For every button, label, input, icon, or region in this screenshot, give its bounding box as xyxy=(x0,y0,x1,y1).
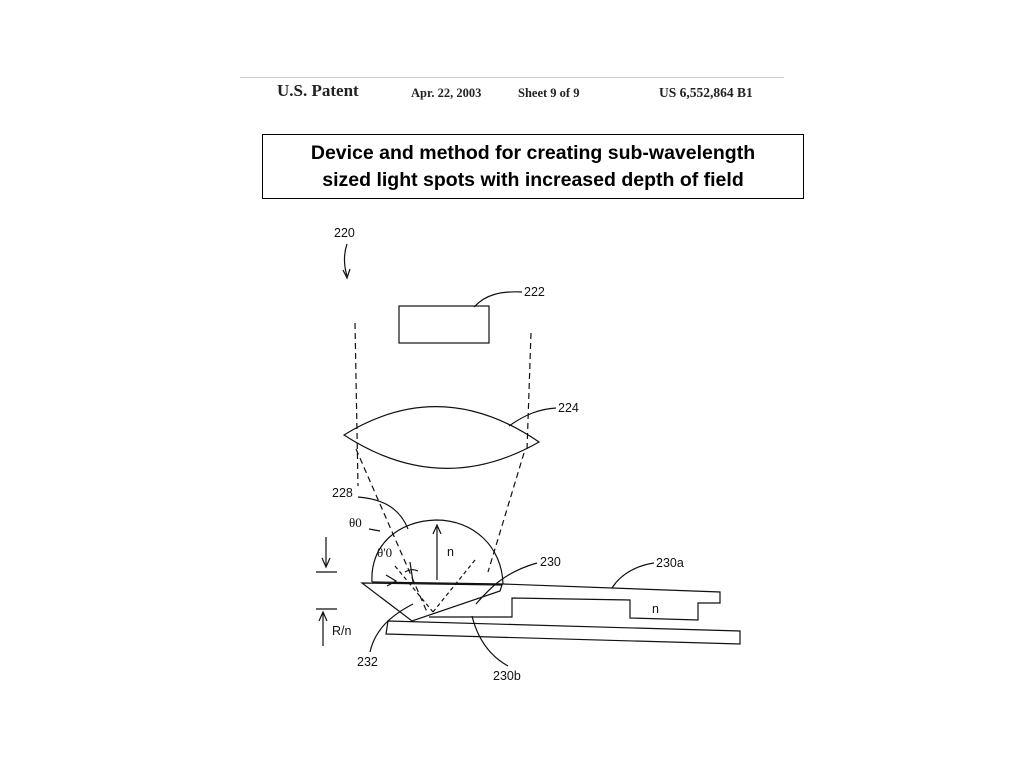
leader-224 xyxy=(508,407,557,427)
label-theta-0: θ0 xyxy=(349,515,362,530)
label-224: 224 xyxy=(558,401,579,415)
title-line-2: sized light spots with increased depth o… xyxy=(322,168,744,191)
leader-228 xyxy=(357,496,409,530)
arrow-220-shaft xyxy=(343,243,348,277)
patent-office-label: U.S. Patent xyxy=(277,81,359,100)
small-arrow-base xyxy=(385,574,398,587)
label-230b: 230b xyxy=(493,669,521,683)
label-n-medium: n xyxy=(652,602,659,616)
beam-left-upper xyxy=(354,322,359,487)
label-n-hemisphere: n xyxy=(447,545,454,559)
leader-230a xyxy=(611,562,655,589)
leader-232 xyxy=(369,603,414,653)
angle-marker-arc xyxy=(404,569,419,573)
label-220: 220 xyxy=(334,226,355,240)
label-r-over-n: R/n xyxy=(332,624,352,638)
medium-upper-layer xyxy=(429,583,721,621)
beam-right-upper xyxy=(526,332,532,451)
arrow-220-head xyxy=(342,268,351,280)
label-230a: 230a xyxy=(656,556,684,570)
label-228: 228 xyxy=(332,486,353,500)
header-rule xyxy=(240,77,784,78)
medium-lower-plate xyxy=(385,620,741,645)
patent-date: Apr. 22, 2003 xyxy=(411,86,482,100)
angle-marker-line xyxy=(409,561,414,583)
dimension-arrowhead-top xyxy=(321,557,331,569)
hemisphere-dome xyxy=(371,519,504,585)
beam-left-converge xyxy=(355,448,428,613)
tip-prism xyxy=(360,582,503,622)
inner-ray-right xyxy=(432,559,476,613)
label-232: 232 xyxy=(357,655,378,669)
theta-0-tick xyxy=(368,528,381,532)
leader-230 xyxy=(475,562,538,605)
title-box: Device and method for creating sub-wavel… xyxy=(262,134,804,199)
label-222: 222 xyxy=(524,285,545,299)
lens-shape xyxy=(342,406,541,469)
leader-222 xyxy=(473,291,523,308)
patent-number: US 6,552,864 B1 xyxy=(659,85,753,100)
inner-ray-left xyxy=(394,565,434,613)
sheet-number: Sheet 9 of 9 xyxy=(518,86,580,100)
beam-right-converge xyxy=(487,452,525,573)
title-line-1: Device and method for creating sub-wavel… xyxy=(310,141,756,164)
dimension-arrowhead-bottom xyxy=(318,610,328,622)
radius-arrow-head xyxy=(432,523,442,535)
label-230: 230 xyxy=(540,555,561,569)
leader-230b xyxy=(471,615,509,667)
light-source-rect xyxy=(398,305,490,344)
label-theta-0-prime: θ'0 xyxy=(377,545,392,560)
